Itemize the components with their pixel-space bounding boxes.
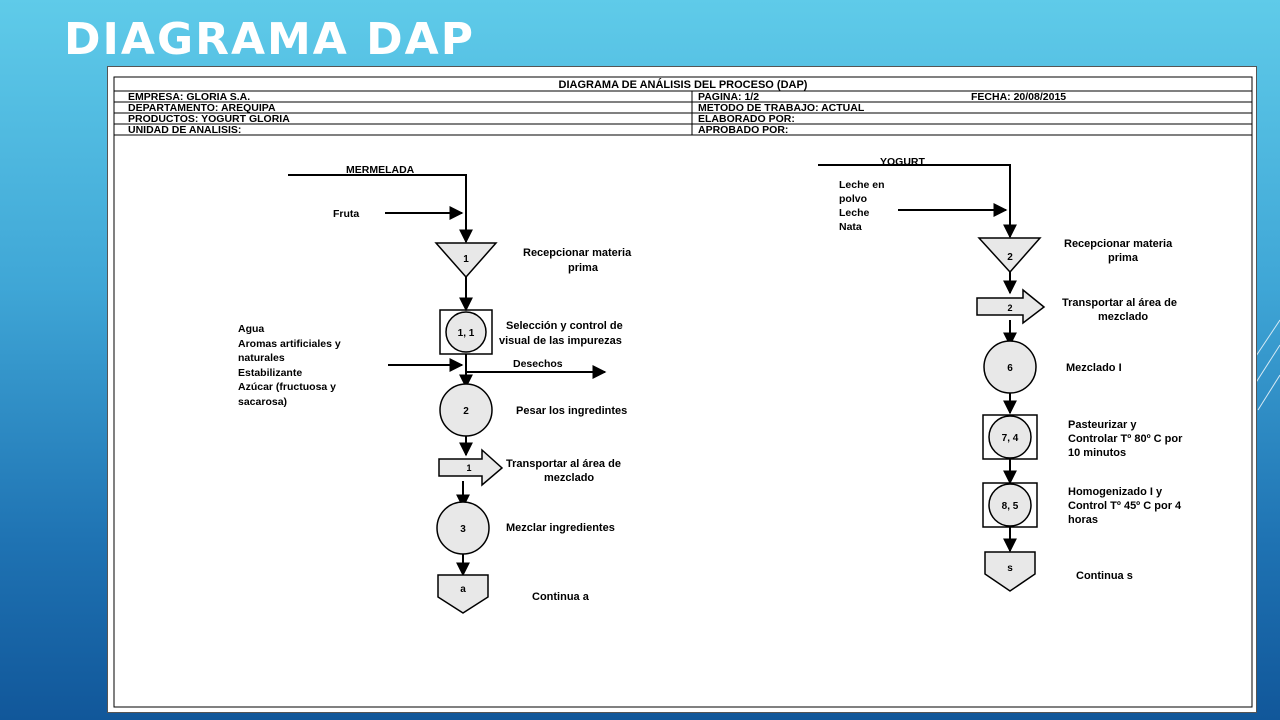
right-step3-label: Mezclado I <box>1066 362 1122 374</box>
left-step3-label: Pesar los ingredintes <box>516 405 627 417</box>
right-step2-symbol: 2 <box>1007 303 1012 313</box>
right-step2-label-1: Transportar al área de <box>1062 297 1177 309</box>
left-operation-symbol-3 <box>436 501 490 555</box>
right-connector-letter: s <box>1007 563 1013 574</box>
left-step2-symbol: 1, 1 <box>458 328 475 339</box>
right-step5-symbol: 8, 5 <box>1002 501 1019 512</box>
right-connector-label: Continua s <box>1076 570 1133 582</box>
dap-document: DIAGRAMA DE ANÁLISIS DEL PROCESO (DAP) E… <box>107 66 1257 713</box>
left-addition-1: Agua <box>238 323 264 335</box>
left-step4-label-1: Transportar al área de <box>506 458 621 470</box>
left-step1-label-2: prima <box>568 262 599 274</box>
left-waste-label: Desechos <box>513 358 563 370</box>
header-table <box>113 76 1253 708</box>
right-step1-label-2: prima <box>1108 252 1139 264</box>
right-step4-label-3: 10 minutos <box>1068 447 1126 459</box>
header-pagina: PAGINA: 1/2 <box>698 91 759 103</box>
left-step5-symbol: 3 <box>460 524 466 535</box>
header-metodo: METODO DE TRABAJO: ACTUAL <box>698 102 865 114</box>
left-operation-symbol-1 <box>445 311 487 353</box>
right-step2-label-2: mezclado <box>1098 311 1148 323</box>
left-step5-label: Mezclar ingredientes <box>506 522 615 534</box>
left-addition-2: Aromas artificiales y <box>238 338 341 350</box>
left-step1-label-1: Recepcionar materia <box>523 247 632 259</box>
right-operation-symbol-2 <box>988 415 1032 459</box>
header-productos: PRODUCTOS: YOGURT GLORIA <box>128 113 290 125</box>
left-inspection-symbol <box>439 309 493 355</box>
header-elaborado: ELABORADO POR: <box>698 113 795 125</box>
left-input-top: MERMELADA <box>346 164 415 176</box>
right-step4-symbol: 7, 4 <box>1002 433 1019 444</box>
left-operation-symbol-2 <box>439 383 493 437</box>
left-addition-3: naturales <box>238 352 285 364</box>
left-flow-lines <box>288 174 607 577</box>
left-step2-label-1: Selección y control de <box>506 320 623 332</box>
header-empresa: EMPRESA: GLORIA S.A. <box>128 91 250 103</box>
left-step2-label-2: visual de las impurezas <box>499 335 622 347</box>
right-connector-symbol <box>984 551 1036 592</box>
right-step1-symbol: 2 <box>1007 252 1013 263</box>
right-input-4: Nata <box>839 221 862 233</box>
right-inspection-symbol-1 <box>982 414 1038 460</box>
right-input-3: Leche <box>839 207 870 219</box>
left-input-fruta: Fruta <box>333 208 359 220</box>
right-storage-symbol <box>977 237 1042 274</box>
left-step1-symbol: 1 <box>463 254 469 265</box>
left-connector-letter: a <box>460 584 466 595</box>
left-addition-4: Estabilizante <box>238 367 302 379</box>
right-input-1: Leche en <box>839 179 885 191</box>
left-step3-symbol: 2 <box>463 406 469 417</box>
header-fecha: FECHA: 20/08/2015 <box>971 91 1066 103</box>
right-step3-symbol: 6 <box>1007 363 1013 374</box>
right-operation-symbol-1 <box>983 340 1037 394</box>
right-step5-label-2: Control Tº 45º C por 4 <box>1068 500 1182 512</box>
right-input-2: polvo <box>839 193 867 205</box>
left-step4-label-2: mezclado <box>544 472 594 484</box>
left-addition-5: Azúcar (fructuosa y <box>238 381 336 393</box>
right-step4-label-2: Controlar Tº 80º C por <box>1068 433 1183 445</box>
right-operation-symbol-3 <box>988 483 1032 527</box>
dap-diagram: DIAGRAMA DE ANÁLISIS DEL PROCESO (DAP) E… <box>113 76 1253 708</box>
header-unidad: UNIDAD DE ANALISIS: <box>128 124 241 136</box>
left-transport-symbol <box>438 448 504 487</box>
left-storage-symbol <box>434 242 498 279</box>
left-connector-label: Continua a <box>532 591 590 603</box>
slide-title: DIAGRAMA DAP <box>64 14 475 65</box>
right-step5-label-3: horas <box>1068 514 1098 526</box>
right-input-top: YOGURT <box>880 156 926 168</box>
left-connector-symbol <box>437 574 489 614</box>
right-transport-symbol <box>976 288 1046 325</box>
header-title: DIAGRAMA DE ANÁLISIS DEL PROCESO (DAP) <box>559 78 808 91</box>
header-departamento: DEPARTAMENTO: AREQUIPA <box>128 102 276 114</box>
header-aprobado: APROBADO POR: <box>698 124 788 136</box>
right-step5-label-1: Homogenizado I y <box>1068 486 1163 498</box>
right-step1-label-1: Recepcionar materia <box>1064 238 1173 250</box>
left-step4-symbol: 1 <box>466 463 471 473</box>
right-inspection-symbol-2 <box>982 482 1038 528</box>
right-step4-label-1: Pasteurizar y <box>1068 419 1137 431</box>
left-addition-6: sacarosa) <box>238 396 287 408</box>
